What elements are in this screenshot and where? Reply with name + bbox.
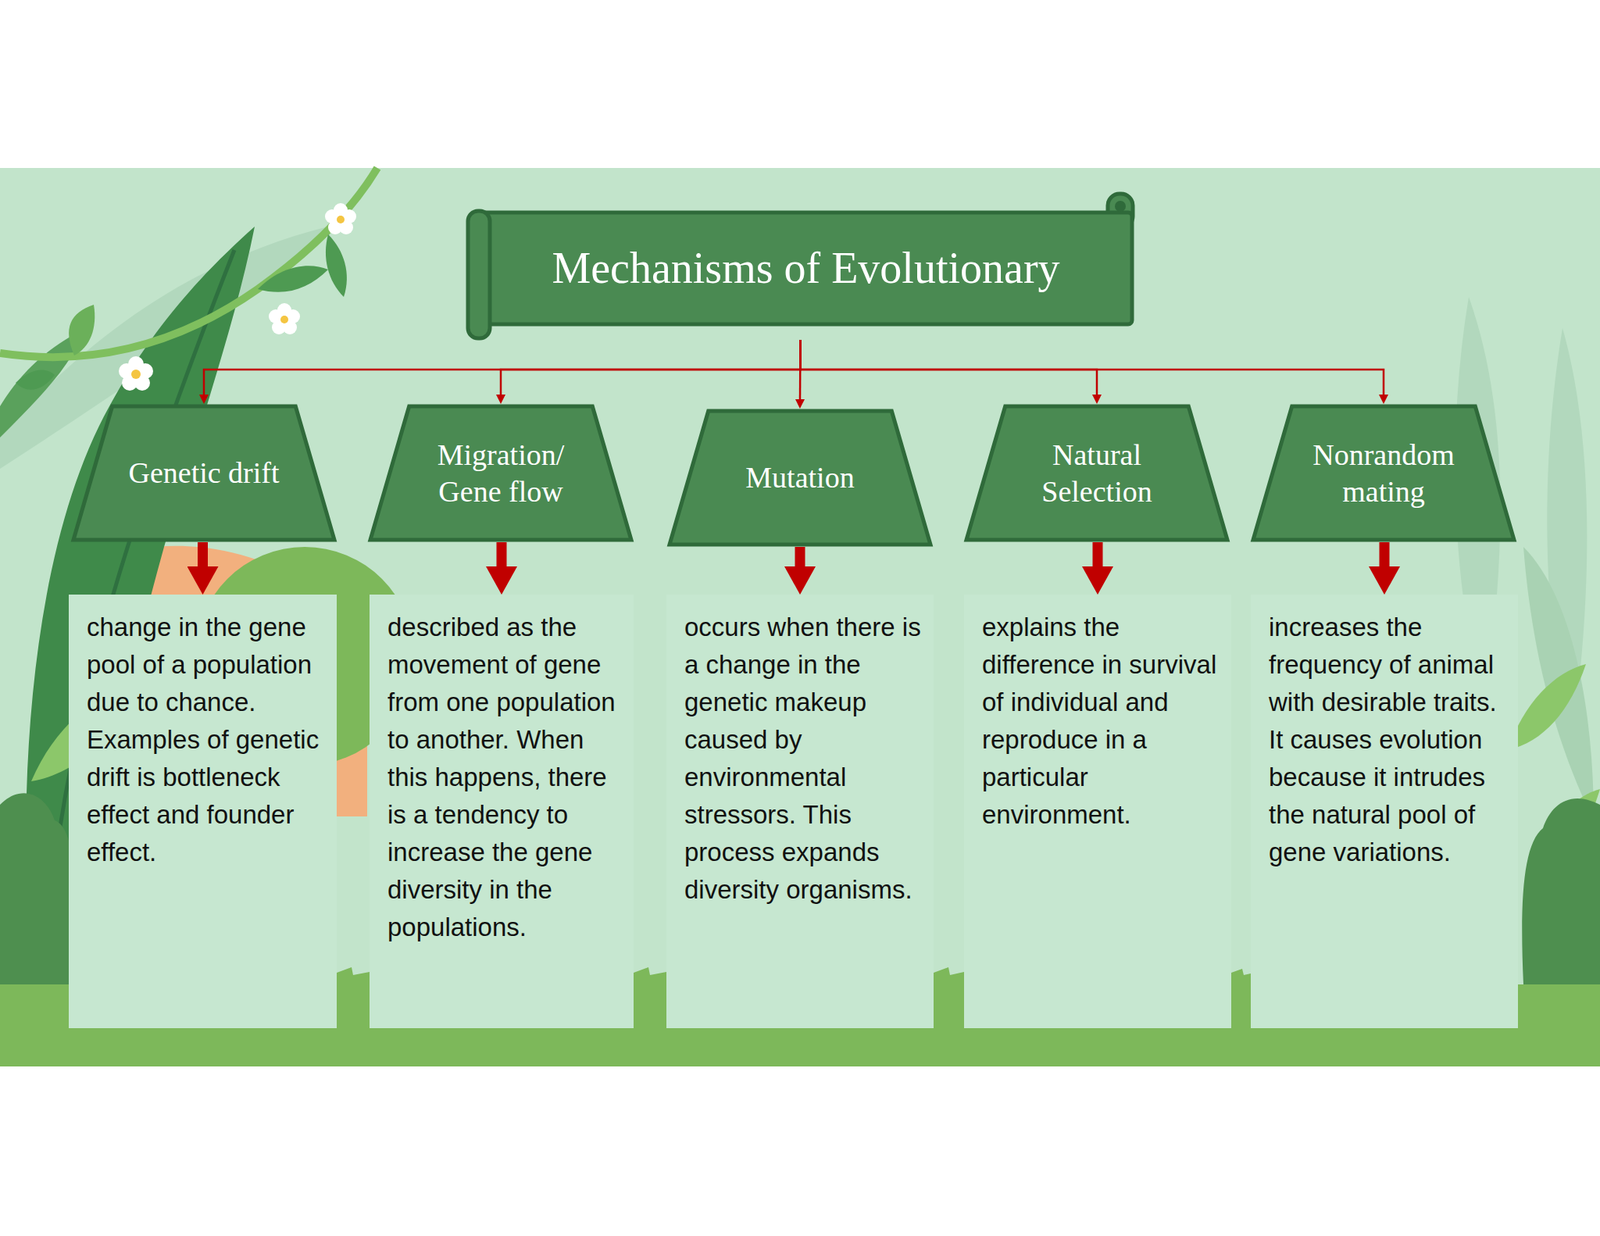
description-box: change in the gene pool of a population … [68, 594, 337, 1029]
mechanism-name: Migration/ Gene flow [410, 436, 592, 510]
trapezoid-outline [966, 406, 1228, 540]
branch-connector [203, 339, 801, 395]
trapezoid-outline [1253, 406, 1515, 540]
trapezoid-shape [367, 403, 634, 543]
mechanism-box: Genetic drift [71, 403, 337, 543]
mechanism-box: Migration/ Gene flow [367, 403, 634, 543]
mechanism-name: Genetic drift [113, 454, 295, 491]
description-box: explains the difference in survival of i… [964, 594, 1232, 1029]
arrow-connector [496, 542, 508, 567]
branch-connector [500, 339, 801, 395]
vine [0, 167, 378, 358]
vine-leaf [68, 304, 95, 356]
dark-bush [0, 792, 75, 985]
branch-connector [800, 339, 1385, 395]
description-box: described as the movement of gene from o… [369, 594, 634, 1029]
trapezoid-outline [370, 406, 632, 540]
title-text: Mechanisms of Evolutionary [479, 212, 1133, 325]
description-text: described as the movement of gene from o… [387, 608, 626, 947]
mechanism-name: Natural Selection [1006, 436, 1188, 510]
flower [268, 303, 300, 335]
description-box: occurs when there is a change in the gen… [666, 594, 934, 1029]
text-wrap: Migration/ Gene flow [367, 403, 634, 543]
text-wrap: Natural Selection [964, 403, 1230, 543]
trapezoid-outline [73, 406, 335, 540]
arrow-connector [1379, 542, 1390, 567]
description-text: explains the difference in survival of i… [982, 608, 1224, 834]
mechanism-box: Nonrandom mating [1250, 403, 1517, 543]
branch-connector [800, 339, 1098, 395]
trapezoid-outline [669, 410, 931, 545]
vine-leaf [257, 265, 329, 293]
trapezoid-shape [964, 403, 1230, 543]
flower [118, 356, 154, 391]
scroll-curl [467, 210, 490, 339]
mechanism-name: Mutation [709, 459, 891, 496]
grass-post [933, 967, 965, 1067]
description-text: increases the frequency of animal with d… [1268, 608, 1511, 872]
flower [325, 203, 357, 235]
scroll-body [479, 212, 1133, 325]
text-wrap: Genetic drift [71, 403, 337, 543]
scroll-curl [1114, 200, 1126, 212]
trapezoid-shape [1250, 403, 1517, 543]
small-leaf [1507, 664, 1586, 750]
dark-bush [1521, 798, 1600, 985]
description-text: change in the gene pool of a population … [86, 608, 329, 872]
mechanism-box: Mutation [667, 408, 933, 547]
grass-post [633, 967, 667, 1067]
description-text: occurs when there is a change in the gen… [684, 608, 926, 909]
mechanism-box: Natural Selection [964, 403, 1230, 543]
text-wrap: Mutation [667, 408, 933, 547]
background-band [0, 167, 1600, 1067]
branch-connector [799, 339, 802, 400]
arrow-connector [795, 546, 806, 567]
title-banner: Mechanisms of Evolutionary [466, 193, 1135, 340]
vine-leaf [325, 234, 347, 297]
vine-leaf [15, 369, 55, 390]
text-wrap: Nonrandom mating [1250, 403, 1517, 543]
description-box: increases the frequency of animal with d… [1250, 594, 1518, 1029]
arrow-connector [1092, 542, 1104, 567]
arrow-connector [197, 542, 208, 567]
mechanism-name: Nonrandom mating [1292, 436, 1475, 510]
grass-post [1231, 968, 1251, 1067]
grass-post [336, 967, 370, 1067]
